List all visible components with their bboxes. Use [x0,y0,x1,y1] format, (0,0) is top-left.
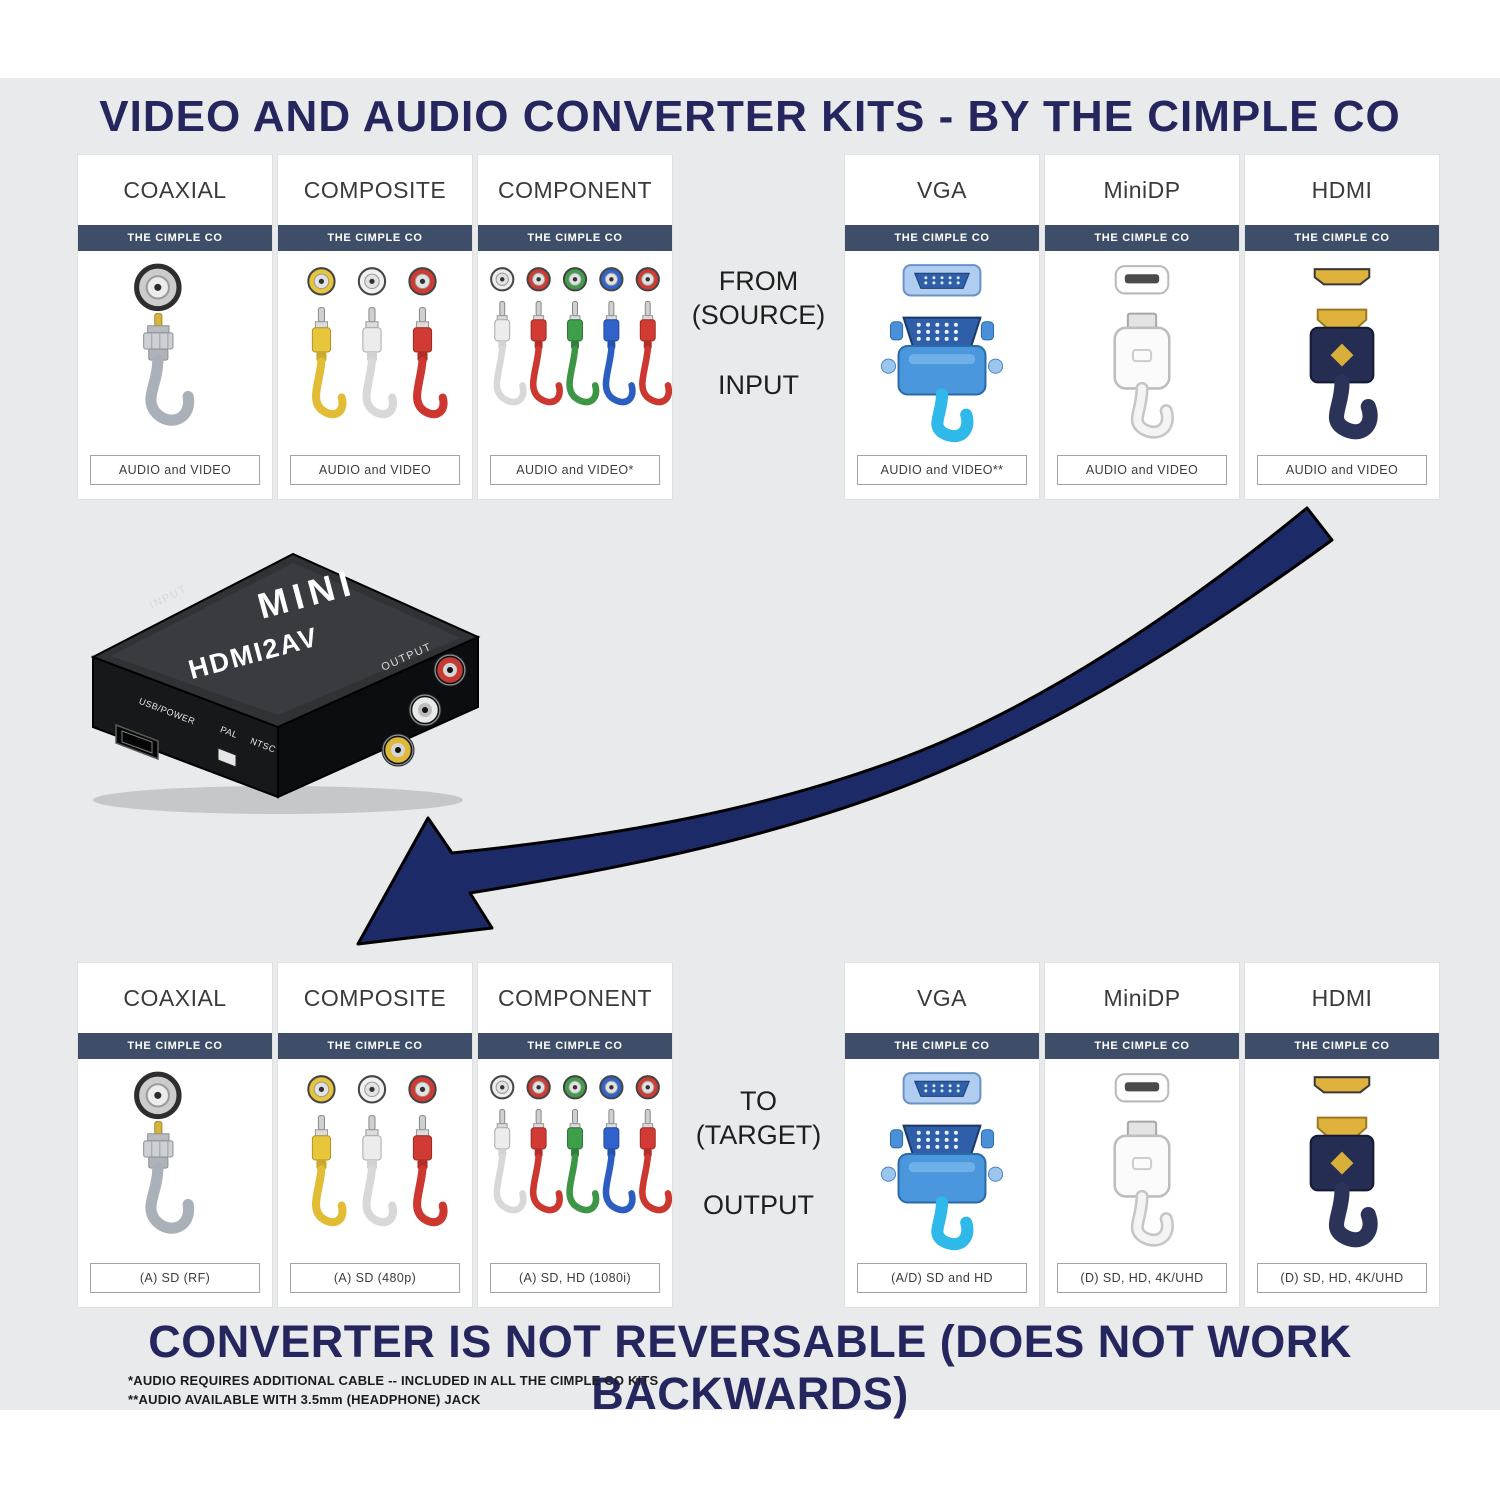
card-io-label: AUDIO and VIDEO [1057,455,1227,485]
flow-output: OUTPUT [703,1189,814,1220]
source-digital-group: VGA THE CIMPLE CO AUDIO and VIDEO** Mini… [845,155,1439,499]
connector-card-component: COMPONENT THE CIMPLE CO AUDIO and VI [478,155,672,499]
page-title: VIDEO AND AUDIO CONVERTER KITS - BY THE … [99,92,1401,141]
connector-card-hdmi: HDMI THE CIMPLE CO (D) SD, HD, 4K/UHD [1245,963,1439,1307]
card-title: VGA [916,984,968,1011]
vga-connector-illustration [845,251,1039,443]
brand-band: THE CIMPLE CO [1245,225,1439,251]
rca-output-jacks [381,653,467,767]
card-io-label: AUDIO and VIDEO [1257,455,1427,485]
brand-band: THE CIMPLE CO [1045,1033,1239,1059]
connector-card-hdmi: HDMI THE CIMPLE CO AUDIO and VIDEO [1245,155,1439,499]
target-row: COAXIAL THE CIMPLE CO (A) SD (RF) COMPOS… [78,963,1440,1307]
card-io-label: AUDIO and VIDEO* [490,455,660,485]
card-io-label: (A) SD (480p) [290,1263,460,1293]
source-analog-group: COAXIAL THE CIMPLE CO AUDIO and VIDEO CO… [78,155,672,499]
connector-card-vga: VGA THE CIMPLE CO AUDIO and VIDEO** [845,155,1039,499]
flow-from: FROM [718,266,799,296]
flow-source: (SOURCE) [691,299,826,330]
brand-band: THE CIMPLE CO [78,225,272,251]
hdmi-connector-illustration [1245,251,1439,443]
coaxial-connector-illustration [78,1059,272,1251]
source-row: COAXIAL THE CIMPLE CO AUDIO and VIDEO CO… [78,155,1440,499]
brand-band: THE CIMPLE CO [845,225,1039,251]
connector-card-composite: COMPOSITE THE CIMPLE CO AUDIO and VIDEO [278,155,472,499]
brand-band: THE CIMPLE CO [278,225,472,251]
flow-label-input: FROM (SOURCE) INPUT [672,155,845,402]
brand-band: THE CIMPLE CO [478,225,672,251]
connector-card-component: COMPONENT THE CIMPLE CO (A) SD, HD ( [478,963,672,1307]
coaxial-connector-illustration [78,251,272,443]
flow-to: TO [739,1086,777,1116]
card-title: COMPONENT [498,176,652,203]
composite-connector-illustration [278,251,472,443]
card-title: MiniDP [1103,984,1181,1011]
target-digital-group: VGA THE CIMPLE CO (A/D) SD and HD MiniDP… [845,963,1439,1307]
card-title: COMPOSITE [303,984,447,1011]
box-top-sheen [111,563,460,715]
converter-box-photo: MINI HDMI2AV INPUT OUTPUT USB/POWER PAL … [78,532,503,822]
brand-band: THE CIMPLE CO [1045,225,1239,251]
card-title: COMPOSITE [303,176,447,203]
footnotes: *AUDIO REQUIRES ADDITIONAL CABLE -- INCL… [128,1372,658,1410]
connector-card-coaxial: COAXIAL THE CIMPLE CO (A) SD (RF) [78,963,272,1307]
brand-band: THE CIMPLE CO [278,1033,472,1059]
card-title: COAXIAL [123,176,227,203]
minidp-connector-illustration [1045,1059,1239,1251]
card-title: HDMI [1311,176,1373,203]
connector-card-composite: COMPOSITE THE CIMPLE CO (A) SD (480p) [278,963,472,1307]
card-io-label: AUDIO and VIDEO [90,455,260,485]
card-title: COAXIAL [123,984,227,1011]
card-title: MiniDP [1103,176,1181,203]
brand-band: THE CIMPLE CO [478,1033,672,1059]
minidp-connector-illustration [1045,251,1239,443]
connector-card-coaxial: COAXIAL THE CIMPLE CO AUDIO and VIDEO [78,155,272,499]
flow-input: INPUT [718,369,799,400]
connector-card-vga: VGA THE CIMPLE CO (A/D) SD and HD [845,963,1039,1307]
target-analog-group: COAXIAL THE CIMPLE CO (A) SD (RF) COMPOS… [78,963,672,1307]
card-io-label: (D) SD, HD, 4K/UHD [1257,1263,1427,1293]
usb-port [115,723,159,761]
connector-card-minidp: MiniDP THE CIMPLE CO (D) SD, HD, 4K/UHD [1045,963,1239,1307]
flow-label-output: TO (TARGET) OUTPUT [672,963,845,1222]
card-io-label: (A) SD (RF) [90,1263,260,1293]
hdmi-connector-illustration [1245,1059,1439,1251]
flow-target: (TARGET) [695,1119,822,1150]
footnote-1: *AUDIO REQUIRES ADDITIONAL CABLE -- INCL… [128,1373,659,1388]
brand-band: THE CIMPLE CO [78,1033,272,1059]
vga-connector-illustration [845,1059,1039,1251]
connector-card-minidp: MiniDP THE CIMPLE CO AUDIO and VIDEO [1045,155,1239,499]
card-io-label: (A) SD, HD (1080i) [490,1263,660,1293]
box-shadow [93,786,463,814]
card-io-label: AUDIO and VIDEO [290,455,460,485]
composite-connector-illustration [278,1059,472,1251]
brand-band: THE CIMPLE CO [845,1033,1039,1059]
brand-band: THE CIMPLE CO [1245,1033,1439,1059]
footnote-2: **AUDIO AVAILABLE WITH 3.5mm (HEADPHONE)… [128,1391,481,1407]
card-io-label: (A/D) SD and HD [857,1263,1027,1293]
not-reversable-warning: CONVERTER IS NOT REVERSABLE (DOES NOT WO… [148,1316,1352,1419]
box-input-label: INPUT [148,583,190,612]
card-title: VGA [916,176,968,203]
usb-port-inner [121,730,153,754]
card-title: COMPONENT [498,984,652,1011]
pal-ntsc-switch [217,747,237,768]
card-title: HDMI [1311,984,1373,1011]
component-connector-illustration [478,251,672,443]
card-io-label: (D) SD, HD, 4K/UHD [1057,1263,1227,1293]
component-connector-illustration [478,1059,672,1251]
card-io-label: AUDIO and VIDEO** [857,455,1027,485]
